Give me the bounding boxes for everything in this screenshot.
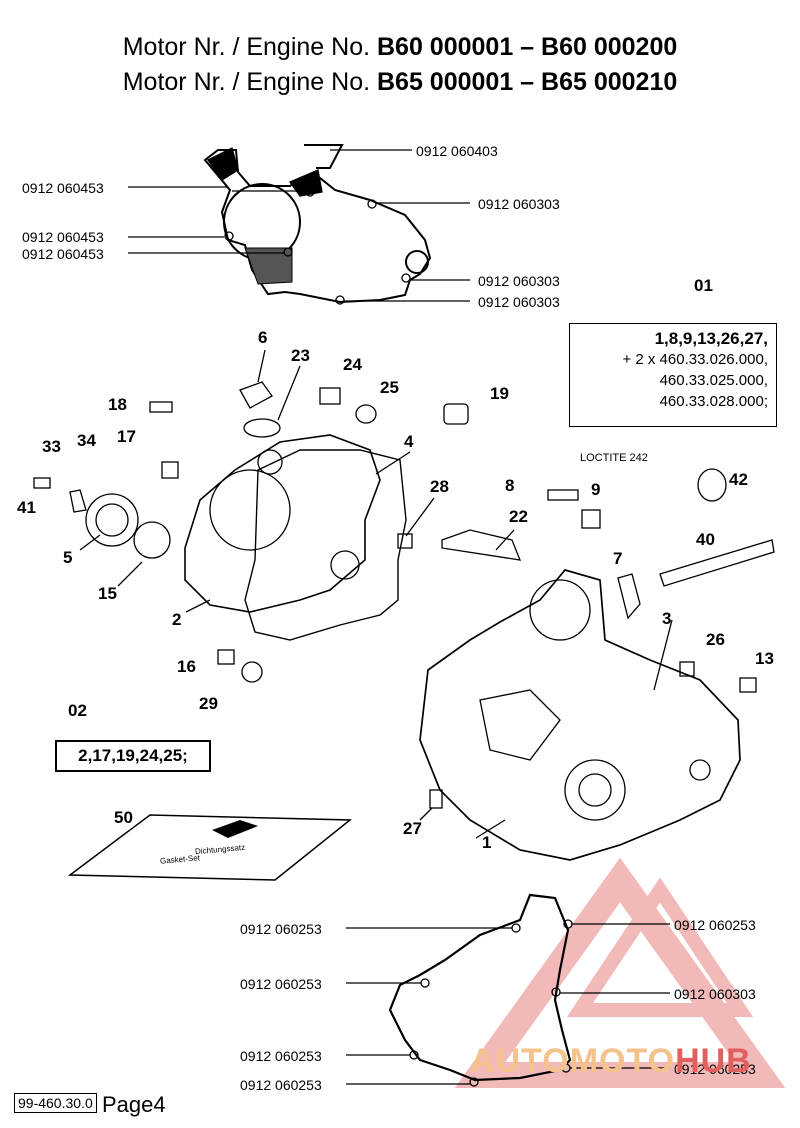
top-gasket bbox=[203, 144, 432, 305]
label-top-6: 0912 060303 bbox=[478, 273, 560, 289]
kit-01-line-3: 460.33.025.000, bbox=[659, 372, 768, 389]
label-top-1: 0912 060403 bbox=[416, 143, 498, 159]
washer-29 bbox=[241, 661, 263, 683]
header-line-2: Motor Nr. / Engine No. B65 000001 – B65 … bbox=[0, 67, 800, 97]
part-25: 25 bbox=[380, 378, 399, 397]
seal-25 bbox=[355, 404, 377, 424]
part-2: 2 bbox=[172, 610, 182, 629]
part-34: 34 bbox=[77, 431, 96, 450]
gasket-set-box bbox=[67, 814, 353, 881]
kit-01-line-2: + 2 x 460.33.026.000, bbox=[622, 351, 768, 368]
header-prefix-1: Motor Nr. / Engine No. bbox=[122, 33, 371, 61]
part-40: 40 bbox=[696, 530, 715, 549]
part-13: 13 bbox=[755, 649, 774, 668]
bottom-gasket bbox=[388, 893, 572, 1082]
kit-01-box: 1,8,9,13,26,27, + 2 x 460.33.026.000, 46… bbox=[569, 323, 777, 427]
footer-code: 99-460.30.0 bbox=[14, 1093, 97, 1113]
label-bottom-6: 0912 060303 bbox=[674, 986, 756, 1002]
label-top-5: 0912 060453 bbox=[22, 246, 104, 262]
label-bottom-1: 0912 060253 bbox=[240, 921, 322, 937]
part-22: 22 bbox=[509, 507, 528, 526]
part-17: 17 bbox=[117, 427, 136, 446]
header-line-1: Motor Nr. / Engine No. B60 000001 – B60 … bbox=[0, 32, 800, 62]
clutch-cover bbox=[184, 381, 381, 613]
plug-17 bbox=[161, 461, 179, 479]
part-41: 41 bbox=[17, 498, 36, 517]
part-6: 6 bbox=[258, 328, 268, 347]
part-23: 23 bbox=[291, 346, 310, 365]
header-range-1: B60 000001 – B60 000200 bbox=[377, 33, 678, 61]
part-9: 9 bbox=[591, 480, 601, 499]
part-3: 3 bbox=[662, 609, 672, 628]
dowel-28 bbox=[397, 533, 413, 549]
label-bottom-2: 0912 060253 bbox=[674, 917, 756, 933]
label-bottom-4: 0912 060253 bbox=[240, 1048, 322, 1064]
crankcase bbox=[419, 569, 741, 861]
plug-24 bbox=[319, 387, 341, 405]
hose-40 bbox=[659, 539, 775, 587]
watermark-text-a: AUTOMOTO bbox=[470, 1042, 676, 1080]
cover-gasket bbox=[244, 449, 407, 641]
bolt-16 bbox=[217, 649, 235, 665]
bushing-19 bbox=[443, 403, 469, 425]
clamp-42 bbox=[697, 468, 727, 502]
kit-01-line-1: 1,8,9,13,26,27, bbox=[654, 329, 768, 348]
part-5: 5 bbox=[63, 548, 73, 567]
part-50: 50 bbox=[114, 808, 133, 827]
part-4: 4 bbox=[404, 432, 414, 451]
part-42: 42 bbox=[729, 470, 748, 489]
water-pump bbox=[33, 477, 171, 559]
part-8: 8 bbox=[505, 476, 515, 495]
dowel-26 bbox=[679, 661, 695, 677]
part-33: 33 bbox=[42, 437, 61, 456]
header-prefix-2: Motor Nr. / Engine No. bbox=[122, 68, 371, 96]
part-19: 19 bbox=[490, 384, 509, 403]
loctite-note: LOCTITE 242 bbox=[580, 452, 648, 464]
label-bottom-7: 0912 060253 bbox=[674, 1061, 756, 1077]
footer-page: Page4 bbox=[102, 1092, 166, 1117]
plug-13 bbox=[739, 677, 757, 693]
watermark-text-b: HUB bbox=[675, 1042, 752, 1080]
part-29: 29 bbox=[199, 694, 218, 713]
part-28: 28 bbox=[430, 477, 449, 496]
bolt-18 bbox=[149, 401, 173, 413]
watermark-logo bbox=[454, 857, 786, 1088]
screw-8 bbox=[547, 489, 579, 501]
fitting-7 bbox=[617, 573, 641, 620]
label-top-4: 0912 060453 bbox=[22, 229, 104, 245]
dowel-27 bbox=[429, 789, 443, 809]
kit-02-box: 2,17,19,24,25; bbox=[55, 740, 211, 772]
part-7: 7 bbox=[613, 549, 623, 568]
part-27: 27 bbox=[403, 819, 422, 838]
label-top-7: 0912 060303 bbox=[478, 294, 560, 310]
part-16: 16 bbox=[177, 657, 196, 676]
kit-01-line-4: 460.33.028.000; bbox=[659, 393, 768, 410]
kit-02-title: 02 bbox=[68, 701, 87, 720]
label-bottom-3: 0912 060253 bbox=[240, 976, 322, 992]
bracket-22 bbox=[441, 529, 522, 561]
part-1: 1 bbox=[482, 833, 492, 852]
footer-code-text: 99-460.30.0 bbox=[14, 1093, 97, 1113]
kit-01-title: 01 bbox=[694, 276, 713, 295]
part-26: 26 bbox=[706, 630, 725, 649]
label-top-3: 0912 060303 bbox=[478, 196, 560, 212]
part-15: 15 bbox=[98, 584, 117, 603]
nut-9 bbox=[581, 509, 601, 529]
header-range-2: B65 000001 – B65 000210 bbox=[377, 68, 678, 96]
label-bottom-5: 0912 060253 bbox=[240, 1077, 322, 1093]
part-18: 18 bbox=[108, 395, 127, 414]
label-top-2: 0912 060453 bbox=[22, 180, 104, 196]
part-24: 24 bbox=[343, 355, 362, 374]
watermark-text: AUTOMOTOHUB bbox=[470, 1042, 752, 1081]
